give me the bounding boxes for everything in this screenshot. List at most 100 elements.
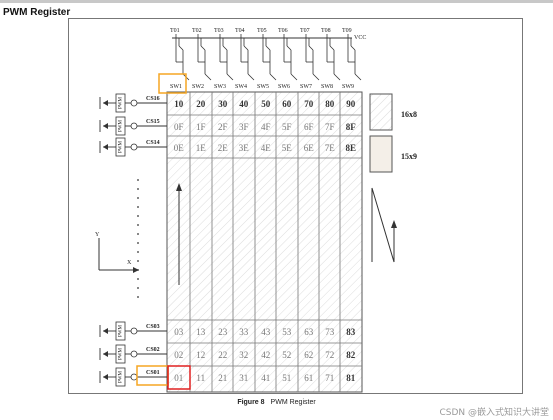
register-cell: 4F xyxy=(261,122,271,132)
matrix-background xyxy=(166,91,363,393)
register-cell: 1E xyxy=(196,143,207,153)
cs-label: CS02 xyxy=(146,347,160,353)
register-cell: 32 xyxy=(239,350,248,360)
switch-label: SW8 xyxy=(321,84,333,90)
transistor-label: T05 xyxy=(257,28,267,34)
pwm-label: PWM xyxy=(119,370,124,383)
matrix-up-arrowhead xyxy=(176,183,182,191)
pwm-label: PWM xyxy=(119,119,124,132)
register-cell: 51 xyxy=(282,373,291,383)
legend-swatch-plain xyxy=(369,135,393,173)
ellipsis-dot xyxy=(137,242,139,244)
register-cell: 7E xyxy=(325,143,336,153)
transistor-channel xyxy=(200,45,206,51)
register-cell: 2F xyxy=(218,122,228,132)
register-cell: 73 xyxy=(325,327,335,337)
register-cell: 13 xyxy=(196,327,206,337)
register-cell: 61 xyxy=(304,373,313,383)
current-source-icon xyxy=(130,327,138,335)
pwm-label: PWM xyxy=(119,347,124,360)
transistor-label: T04 xyxy=(235,28,245,34)
row-dividers xyxy=(167,114,362,367)
scan-zigzag xyxy=(371,187,395,263)
transistor-label: T09 xyxy=(342,28,352,34)
register-cell: 83 xyxy=(346,327,356,337)
switch-label: SW3 xyxy=(214,84,226,90)
ellipsis-dot xyxy=(137,296,139,298)
register-cell: 30 xyxy=(218,99,228,109)
switch-label: SW4 xyxy=(235,84,247,90)
ellipsis-dot xyxy=(137,287,139,289)
register-cell: 71 xyxy=(325,373,334,383)
register-cell: 70 xyxy=(304,99,314,109)
register-cell: 72 xyxy=(325,350,334,360)
figure-number: Figure 8 xyxy=(237,399,265,406)
register-cell: 8F xyxy=(346,122,357,132)
scan-zigzag-arrowhead xyxy=(391,220,397,228)
register-cell: 53 xyxy=(282,327,292,337)
pwm-label: PWM xyxy=(119,140,124,153)
register-cell: 02 xyxy=(174,350,183,360)
transistor-channel xyxy=(222,45,228,51)
ellipsis-dot xyxy=(137,215,139,217)
switch-label: SW6 xyxy=(278,84,290,90)
register-cell: 12 xyxy=(196,350,205,360)
column-dividers xyxy=(189,92,341,392)
transistor-label: T06 xyxy=(278,28,288,34)
transistor-channel xyxy=(265,45,271,51)
register-cell: 11 xyxy=(196,373,205,383)
ellipsis-dot xyxy=(137,206,139,208)
switch-contact xyxy=(290,73,298,81)
register-cell: 21 xyxy=(218,373,227,383)
switch-contact xyxy=(333,73,341,81)
cs-label: CS15 xyxy=(146,119,160,125)
register-cell: 40 xyxy=(239,99,249,109)
register-cell: 6F xyxy=(304,122,314,132)
register-cell: 8E xyxy=(345,143,356,153)
switch-label: SW1 xyxy=(170,84,182,90)
y-axis-label: Y xyxy=(95,232,100,238)
transistor-label: T08 xyxy=(321,28,331,34)
register-cell: 1F xyxy=(196,122,206,132)
switch-contact xyxy=(354,73,362,81)
x-axis-label: X xyxy=(127,260,132,266)
vcc-label: VCC xyxy=(354,35,366,41)
register-cell: 52 xyxy=(282,350,291,360)
current-source-icon xyxy=(130,143,138,151)
watermark: CSDN @嵌入式知识大讲堂 xyxy=(439,408,549,418)
switch-label: SW2 xyxy=(192,84,204,90)
register-cell: 41 xyxy=(261,373,270,383)
ellipsis-dot xyxy=(137,224,139,226)
register-cell: 82 xyxy=(346,350,356,360)
switch-label: SW9 xyxy=(342,84,354,90)
cell-01-highlight xyxy=(167,365,191,390)
register-cell: 31 xyxy=(239,373,248,383)
cs-label: CS01 xyxy=(146,370,160,376)
register-cell: 81 xyxy=(346,373,356,383)
ellipsis-dot xyxy=(137,188,139,190)
ellipsis-dot xyxy=(137,233,139,235)
ellipsis-dots xyxy=(137,179,139,298)
register-cell: 80 xyxy=(325,99,335,109)
register-cell: 5E xyxy=(282,143,293,153)
cs-label: CS03 xyxy=(146,324,160,330)
transistor-label: T02 xyxy=(192,28,202,34)
section-title: PWM Register xyxy=(3,7,71,18)
register-cell: 5F xyxy=(282,122,292,132)
register-cell: 7F xyxy=(325,122,335,132)
ellipsis-dot xyxy=(137,260,139,262)
transistor-label: T03 xyxy=(214,28,224,34)
ellipsis-dot xyxy=(137,179,139,181)
pwm-label: PWM xyxy=(119,96,124,109)
register-cell: 42 xyxy=(261,350,270,360)
current-source-icon xyxy=(130,99,138,107)
transistor-channel xyxy=(350,45,356,51)
transistor-channel xyxy=(286,45,292,51)
register-cell: 10 xyxy=(174,99,184,109)
